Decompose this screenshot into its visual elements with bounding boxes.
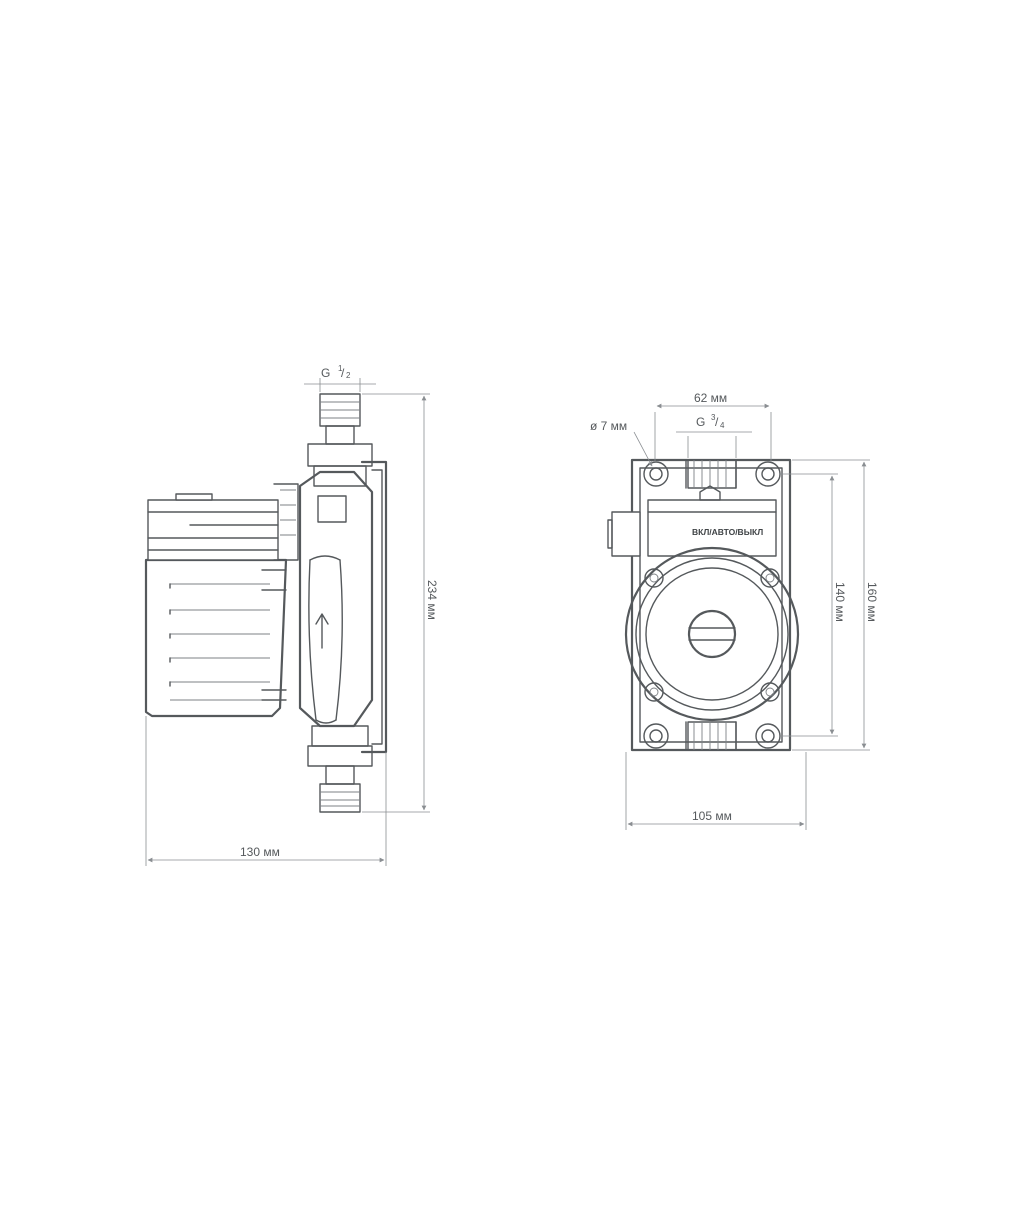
motor-housing <box>144 558 288 718</box>
pump-housing <box>298 460 388 754</box>
front-bottom-port <box>687 721 737 751</box>
side-width-label: 130 мм <box>240 845 280 859</box>
round-pump-body <box>624 546 800 722</box>
front-width-dimension: 105 мм <box>625 752 807 830</box>
top-port-fitting <box>307 393 373 487</box>
front-height-dimension: 160 мм <box>792 459 879 751</box>
front-view: ВКЛ/АВТО/ВЫКЛ 62 мм G <box>590 391 879 830</box>
side-thread-slash: / <box>341 366 345 380</box>
port-spacing-label: 62 мм <box>694 391 727 405</box>
side-height-dimension: 234 мм <box>362 393 439 813</box>
hole-diameter-callout: ø 7 мм <box>590 419 653 467</box>
mount-height-label: 140 мм <box>833 582 847 622</box>
mode-switch-label: ВКЛ/АВТО/ВЫКЛ <box>692 527 763 537</box>
front-thread-sub: 4 <box>720 421 725 430</box>
side-thread-main: G <box>321 366 330 380</box>
front-thread-sup: 3 <box>711 413 716 422</box>
control-panel: ВКЛ/АВТО/ВЫКЛ <box>647 485 777 557</box>
side-width-dimension: 130 мм <box>145 716 387 866</box>
front-thread-dimension: G 3 / 4 <box>676 413 752 458</box>
control-box <box>147 483 299 561</box>
port-spacing-dimension: 62 мм <box>654 391 772 462</box>
hole-diameter-label: ø 7 мм <box>590 419 627 433</box>
front-height-label: 160 мм <box>865 582 879 622</box>
mount-height-dimension: 140 мм <box>780 473 847 737</box>
side-thread-dimension: G 1 2 / <box>304 364 376 392</box>
front-top-port <box>687 459 737 489</box>
side-thread-sup: 1 <box>338 364 343 373</box>
side-height-label: 234 мм <box>425 580 439 620</box>
side-view: G 1 2 / 234 мм 130 мм <box>144 364 439 866</box>
side-thread-sub: 2 <box>346 371 351 380</box>
front-width-label: 105 мм <box>692 809 732 823</box>
bottom-port-fitting <box>307 725 373 813</box>
side-knob <box>607 511 641 557</box>
front-thread-slash: / <box>715 415 719 429</box>
front-thread-main: G <box>696 415 705 429</box>
